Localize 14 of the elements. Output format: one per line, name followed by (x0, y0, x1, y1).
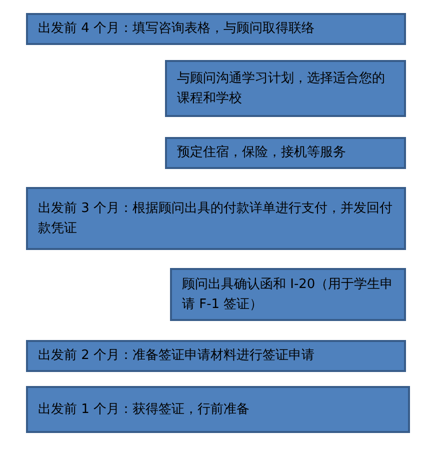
step-box (26, 13, 406, 45)
step-text: 出发前 4 个月：填写咨询表格，与顾问取得联络 (38, 20, 315, 38)
step-box (26, 187, 406, 250)
step-text: 出发前 3 个月：根据顾问出具的付款详单进行支付，并发回付款凭证 (38, 200, 394, 238)
step-box (170, 268, 406, 321)
step-text: 预定住宿，保险，接机等服务 (177, 144, 346, 162)
step-text: 与顾问沟通学习计划，选择适合您的课程和学校 (177, 70, 386, 108)
step-box (26, 386, 410, 433)
step-text: 出发前 1 个月：获得签证，行前准备 (38, 400, 250, 418)
step-box (26, 340, 406, 372)
step-box (165, 60, 406, 117)
step-text: 出发前 2 个月：准备签证申请材料进行签证申请 (38, 347, 315, 365)
step-text: 顾问出具确认函和 I-20（用于学生申请 F-1 签证） (182, 276, 394, 314)
step-box (165, 137, 406, 169)
